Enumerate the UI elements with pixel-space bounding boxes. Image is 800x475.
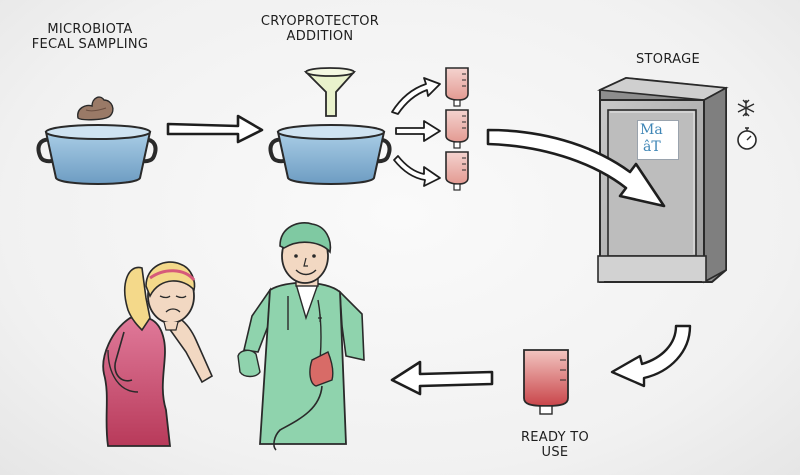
arrow-up-right-icon	[392, 78, 440, 114]
timer-icon	[738, 128, 756, 149]
small-bag-icon	[446, 68, 468, 106]
ready-bag-icon	[524, 350, 568, 414]
small-bag-icon	[446, 152, 468, 190]
snowflake-icon	[738, 100, 754, 116]
arrow-down-right-icon	[394, 156, 440, 186]
arrow-right-icon	[396, 121, 440, 141]
arrow-left-icon	[392, 362, 492, 394]
stool-icon	[78, 97, 113, 120]
patient-figure	[103, 262, 212, 446]
sample-bowl-icon	[39, 125, 156, 184]
brand-logo-line1: Ma	[640, 122, 663, 138]
arrow-curve-down-icon	[612, 326, 690, 386]
brand-logo: Ma âT	[637, 120, 679, 160]
brand-logo-line2: âT	[643, 139, 661, 155]
doctor-figure	[238, 223, 364, 450]
cryo-bowl-icon	[271, 125, 390, 184]
arrow-right-icon	[168, 116, 262, 142]
small-bag-icon	[446, 110, 468, 148]
funnel-icon	[306, 68, 354, 116]
